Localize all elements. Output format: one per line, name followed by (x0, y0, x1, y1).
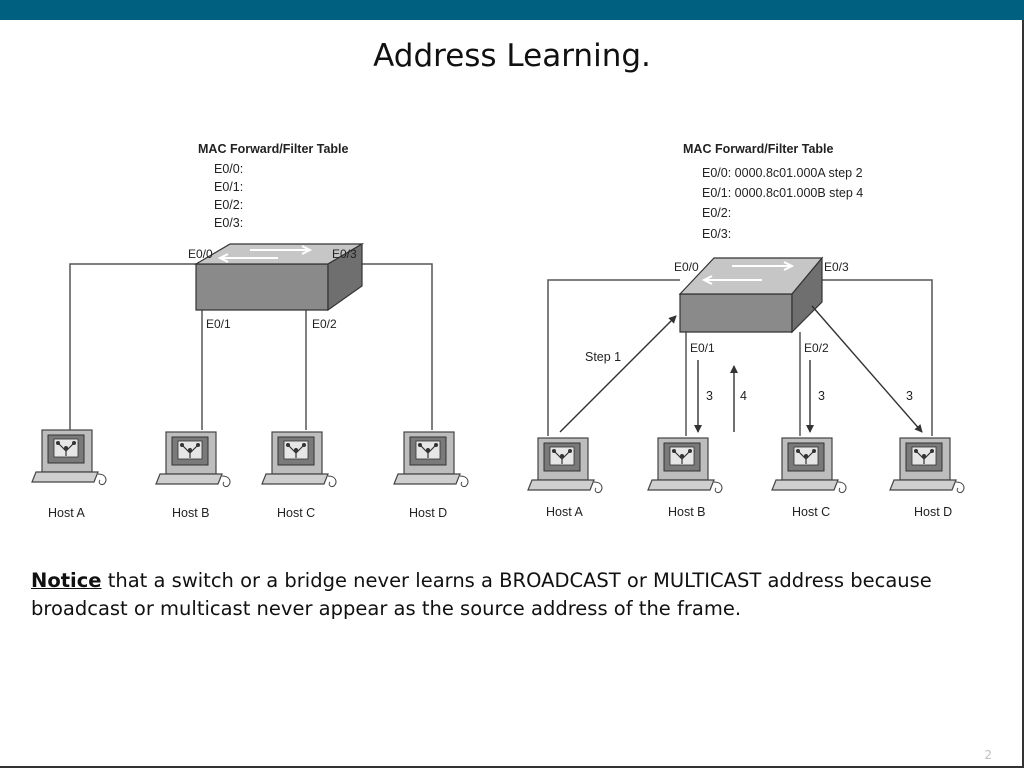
left-port-label: E0/1 (206, 317, 231, 331)
frame-border-bottom (0, 766, 1024, 768)
left-host-c-icon (261, 431, 337, 488)
right-port-label: E0/1 (690, 341, 715, 355)
right-port-label: E0/2 (804, 341, 829, 355)
link-host-d (818, 279, 933, 436)
left-links (69, 263, 433, 430)
right-port-label: E0/3 (824, 260, 849, 274)
right-table-entry: E0/1: 0000.8c01.000B step 4 (702, 186, 863, 200)
right-links (547, 279, 933, 436)
right-host-label: Host B (668, 505, 706, 519)
left-port-label: E0/0 (188, 247, 213, 261)
frame-border-right (1022, 20, 1024, 768)
left-forward-table: MAC Forward/Filter Table E0/0: E0/1: E0/… (198, 142, 349, 230)
left-host-label: Host A (48, 506, 85, 520)
page-number: 2 (984, 748, 992, 762)
right-host-b-icon (647, 437, 723, 494)
right-table-entry: E0/0: 0000.8c01.000A step 2 (702, 166, 863, 180)
right-table-title: MAC Forward/Filter Table (683, 142, 834, 156)
arrow-step-1 (559, 315, 677, 433)
right-host-c-icon (771, 437, 847, 494)
right-switch-icon (678, 256, 824, 334)
left-table-title: MAC Forward/Filter Table (198, 142, 349, 156)
address-learning-diagram: MAC Forward/Filter Table E0/0: E0/1: E0/… (22, 140, 982, 530)
step-label: 3 (818, 389, 825, 403)
left-table-entry: E0/2: (214, 198, 243, 212)
left-table-entry: E0/1: (214, 180, 243, 194)
right-host-d-icon (889, 437, 965, 494)
right-host-label: Host D (914, 505, 952, 519)
right-forward-table: MAC Forward/Filter Table E0/0: 0000.8c01… (683, 142, 863, 241)
slide-title: Address Learning. (373, 38, 651, 74)
step-label: Step 1 (585, 350, 621, 364)
link-host-a (547, 279, 680, 436)
left-table-entry: E0/0: (214, 162, 243, 176)
step-label: 3 (906, 389, 913, 403)
left-port-label: E0/3 (332, 247, 357, 261)
step-label: 3 (706, 389, 713, 403)
right-table-entry: E0/2: (702, 206, 731, 220)
left-host-d-icon (393, 431, 469, 488)
notice-keyword: Notice (31, 569, 102, 592)
top-bar (0, 0, 1024, 20)
left-host-label: Host C (277, 506, 315, 520)
link-host-a (69, 263, 196, 430)
right-host-a-icon (527, 437, 603, 494)
left-host-label: Host B (172, 506, 210, 520)
notice-paragraph: Notice that a switch or a bridge never l… (31, 567, 991, 623)
left-host-b-icon (155, 431, 231, 488)
frame-flow-arrows (559, 305, 923, 433)
notice-text: that a switch or a bridge never learns a… (31, 569, 932, 620)
right-table-entry: E0/3: (702, 227, 731, 241)
link-host-d (362, 263, 433, 430)
right-host-label: Host A (546, 505, 583, 519)
right-host-label: Host C (792, 505, 830, 519)
left-host-a-icon (31, 429, 107, 486)
left-table-entry: E0/3: (214, 216, 243, 230)
arrow-to-host-d (811, 305, 923, 433)
left-port-label: E0/2 (312, 317, 337, 331)
step-label: 4 (740, 389, 747, 403)
left-host-label: Host D (409, 506, 447, 520)
right-port-label: E0/0 (674, 260, 699, 274)
